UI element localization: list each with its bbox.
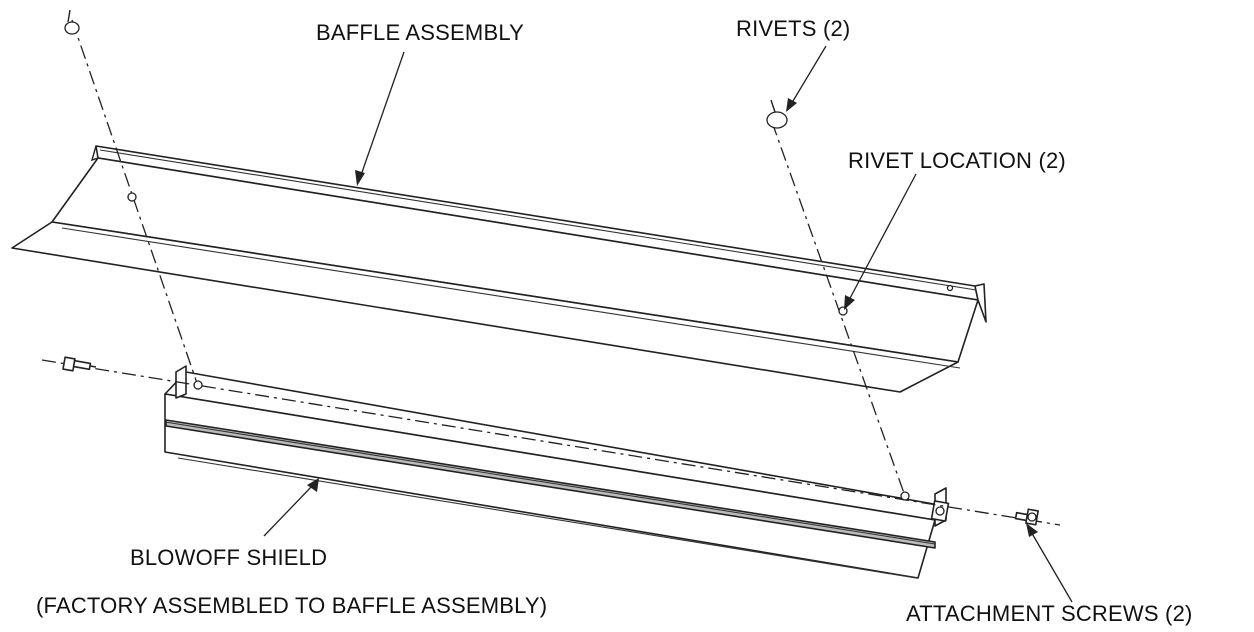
screw-axis (41, 359, 1061, 526)
shield-hole-right (900, 491, 910, 501)
label-baffle-assembly: BAFFLE ASSEMBLY (316, 20, 525, 45)
rivet-axis-left (71, 19, 199, 387)
leader-rivet-location (847, 173, 917, 303)
rivet-right-icon (766, 99, 788, 129)
screw-left-icon (62, 356, 97, 372)
leader-baffle (359, 51, 405, 179)
baffle-assembly (11, 145, 987, 393)
label-rivet-location: RIVET LOCATION (2) (848, 148, 1066, 173)
baffle-hole-left (127, 192, 137, 202)
shield-hole-left (193, 380, 203, 390)
blowoff-shield (164, 365, 950, 579)
label-rivets: RIVETS (2) (736, 16, 851, 41)
leader-rivets (789, 45, 827, 107)
rivet-left-icon (64, 9, 80, 35)
label-attachment-screws: ATTACHMENT SCREWS (2) (906, 601, 1193, 626)
rivet-axis-right (771, 121, 906, 497)
leader-attachment-screws (1029, 529, 1073, 603)
leader-blowoff-shield (263, 483, 315, 537)
label-factory-assembled: (FACTORY ASSEMBLED TO BAFFLE ASSEMBLY) (36, 593, 548, 618)
label-blowoff-shield: BLOWOFF SHIELD (130, 545, 328, 570)
screw-right-icon (1014, 508, 1039, 526)
